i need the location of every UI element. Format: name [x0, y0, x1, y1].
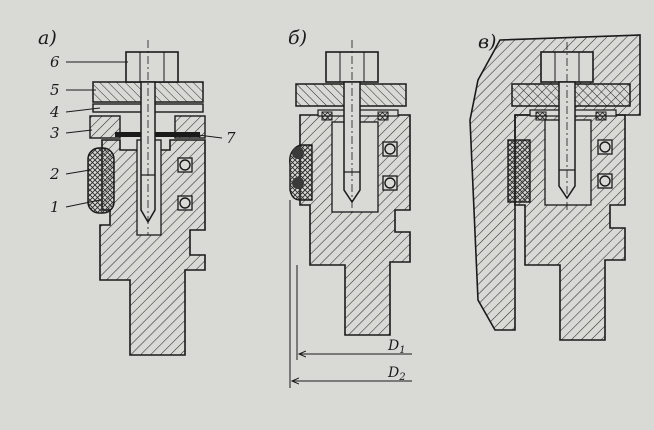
dimension-d1: D1	[387, 338, 406, 356]
dimension-lines	[289, 200, 412, 388]
view-a-housing	[99, 139, 206, 356]
view-b-label: б)	[288, 27, 307, 49]
view-a: а)	[38, 27, 236, 356]
view-b-housing	[299, 114, 411, 336]
view-a-gasket	[115, 132, 200, 137]
view-b: б) D1 D2	[288, 27, 412, 388]
view-a-leaders	[65, 61, 223, 208]
view-b-oring-outer-1	[292, 147, 304, 159]
view-a-ring-left	[89, 115, 121, 139]
label-part-4: 4	[49, 103, 60, 121]
label-part-1: 1	[50, 198, 60, 216]
view-v-outer-wall	[469, 34, 641, 331]
view-v-housing	[514, 114, 626, 341]
view-a-seal	[87, 147, 115, 214]
view-a-label: а)	[38, 27, 57, 49]
view-v: в)	[469, 31, 641, 341]
label-part-6: 6	[50, 53, 60, 71]
view-b-oring-outer-2	[292, 177, 304, 189]
view-a-bolt-head	[125, 51, 179, 83]
label-part-7: 7	[226, 129, 236, 147]
view-b-small-seals	[321, 111, 389, 121]
label-part-2: 2	[49, 165, 60, 183]
view-v-seal	[507, 139, 531, 203]
dimension-d2: D2	[387, 365, 406, 383]
label-part-3: 3	[50, 124, 60, 142]
label-part-5: 5	[50, 81, 60, 99]
view-v-label: в)	[478, 31, 496, 53]
